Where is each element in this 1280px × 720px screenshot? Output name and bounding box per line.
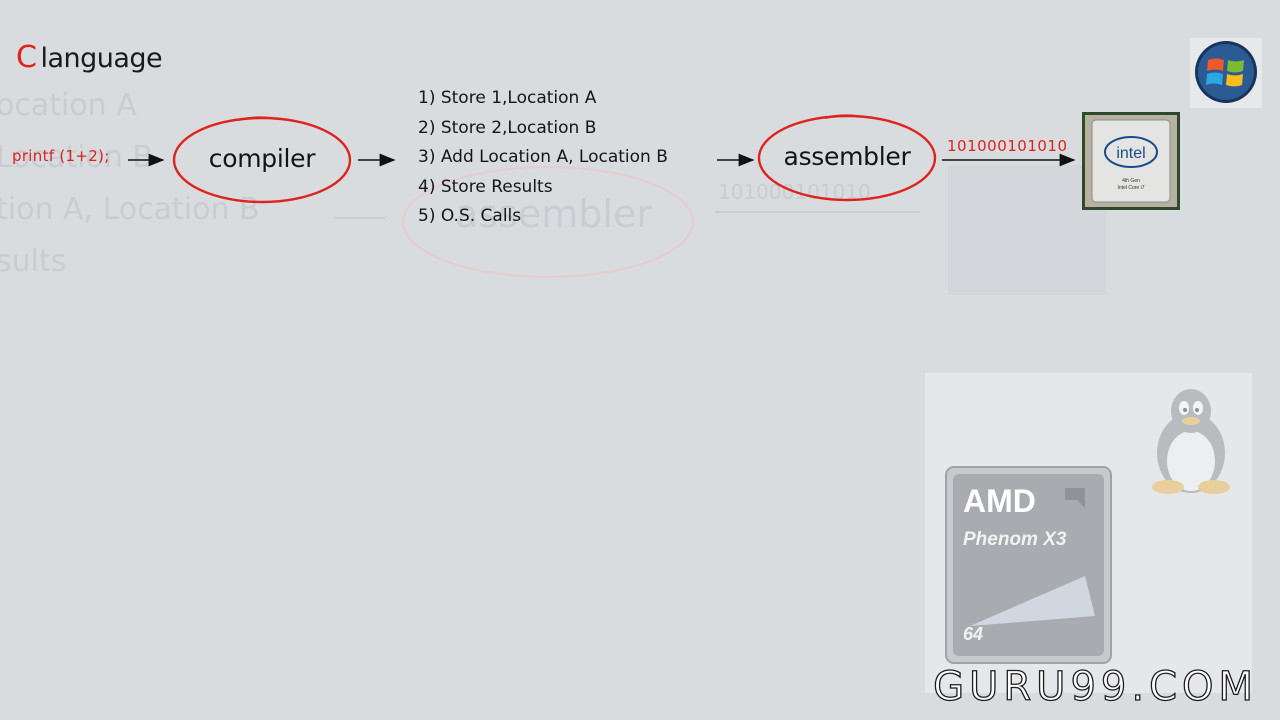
compiler-label: compiler xyxy=(208,144,316,173)
ghost-text-1: ocation A xyxy=(0,88,137,123)
ghost-text-2: Location B xyxy=(0,140,154,175)
code-snippet: printf (1+2); xyxy=(12,147,110,165)
assembler-label: assembler xyxy=(783,142,911,171)
amd-bits-text: 64 xyxy=(963,624,983,644)
step-4: 4) Store Results xyxy=(418,176,553,197)
assembly-steps: 1) Store 1,Location A 2) Store 2,Locatio… xyxy=(418,84,668,232)
windows-logo-icon xyxy=(1190,38,1262,108)
intel-chip-icon: intel 4th Gen Intel Core i7 xyxy=(1082,112,1180,210)
amd-chip-icon: AMD Phenom X3 64 xyxy=(945,466,1112,664)
binary-output: 101000101010 xyxy=(947,137,1068,155)
watermark: GURU99.COM xyxy=(932,663,1258,710)
tux-penguin-icon xyxy=(1140,383,1242,498)
ghost-text-3: tion A, Location B xyxy=(0,192,260,227)
step-1: 1) Store 1,Location A xyxy=(418,88,597,108)
step-3: 3) Add Location A, Location B xyxy=(418,147,668,167)
step-5: 5) O.S. Calls xyxy=(418,206,522,226)
title-c-letter: C xyxy=(16,40,37,75)
amd-brand-text: AMD xyxy=(963,483,1036,519)
title-rest: language xyxy=(40,43,163,74)
step-2: 2) Store 2,Location B xyxy=(418,117,597,138)
intel-sub1-text: 4th Gen xyxy=(1122,178,1140,184)
amd-model-text: Phenom X3 xyxy=(963,529,1067,550)
intel-sub2-text: Intel Core i7 xyxy=(1118,185,1145,191)
ghost-text-4: sults xyxy=(0,244,67,279)
ghost-text-5: assembler xyxy=(455,192,652,236)
intel-brand-text: intel xyxy=(1116,145,1145,162)
